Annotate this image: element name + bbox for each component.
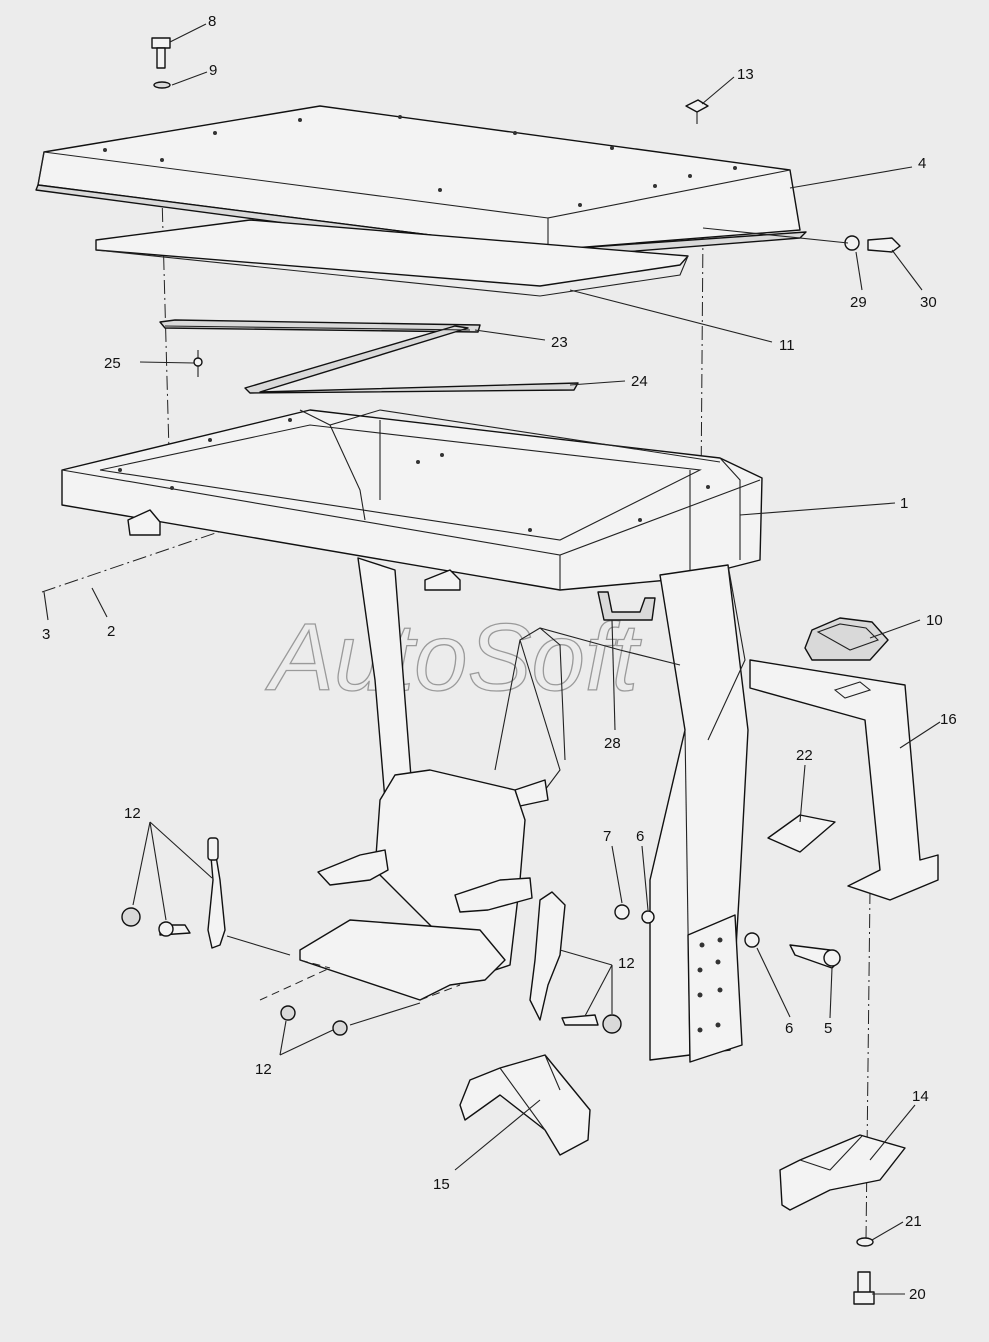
callout-4: 4 bbox=[918, 155, 926, 172]
callout-30: 30 bbox=[920, 294, 937, 311]
fasteners bbox=[121, 837, 841, 1036]
callout-13: 13 bbox=[737, 66, 754, 83]
plate-22 bbox=[767, 814, 836, 853]
callout-22: 22 bbox=[796, 747, 813, 764]
callout-5: 5 bbox=[824, 1020, 832, 1037]
roof-panel bbox=[35, 105, 807, 259]
callout-3: 3 bbox=[42, 626, 50, 643]
pillar-base-plate bbox=[687, 914, 743, 1063]
callouts: 8 9 13 4 29 30 11 23 25 24 1 3 2 10 28 1… bbox=[42, 13, 957, 1303]
cap-10 bbox=[804, 617, 889, 661]
cross-strip-24 bbox=[244, 325, 579, 394]
callout-9: 9 bbox=[209, 62, 217, 79]
callout-12-left: 12 bbox=[124, 805, 141, 822]
callout-16: 16 bbox=[940, 711, 957, 728]
leader-lines bbox=[43, 23, 941, 1295]
callout-6-upper: 6 bbox=[636, 828, 644, 845]
watermark: AutoSoft bbox=[265, 604, 642, 711]
bracket-15 bbox=[459, 1054, 591, 1156]
callout-1: 1 bbox=[900, 495, 908, 512]
cab-frame bbox=[61, 409, 763, 591]
callout-8: 8 bbox=[208, 13, 216, 30]
callout-14: 14 bbox=[912, 1088, 929, 1105]
callout-21: 21 bbox=[905, 1213, 922, 1230]
rear-bracket bbox=[749, 659, 939, 901]
callout-12-right: 12 bbox=[618, 955, 635, 972]
callout-25: 25 bbox=[104, 355, 121, 372]
small-fasteners bbox=[151, 37, 901, 1305]
handle-28 bbox=[597, 591, 656, 621]
callout-2: 2 bbox=[107, 623, 115, 640]
callout-20: 20 bbox=[909, 1286, 926, 1303]
callout-6-lower: 6 bbox=[785, 1020, 793, 1037]
callout-11: 11 bbox=[779, 337, 795, 354]
driver-seat bbox=[259, 769, 533, 1001]
callout-10: 10 bbox=[926, 612, 943, 629]
callout-15: 15 bbox=[433, 1176, 450, 1193]
mount-bracket-14 bbox=[779, 1134, 906, 1211]
seat-support-frame bbox=[494, 627, 681, 791]
cross-strip-23 bbox=[159, 319, 481, 333]
rivet-25 bbox=[193, 350, 203, 377]
callout-7: 7 bbox=[603, 828, 611, 845]
callout-12-bottom: 12 bbox=[255, 1061, 272, 1078]
callout-23: 23 bbox=[551, 334, 568, 351]
callout-29: 29 bbox=[850, 294, 867, 311]
callout-24: 24 bbox=[631, 373, 648, 390]
callout-28: 28 bbox=[604, 735, 621, 752]
